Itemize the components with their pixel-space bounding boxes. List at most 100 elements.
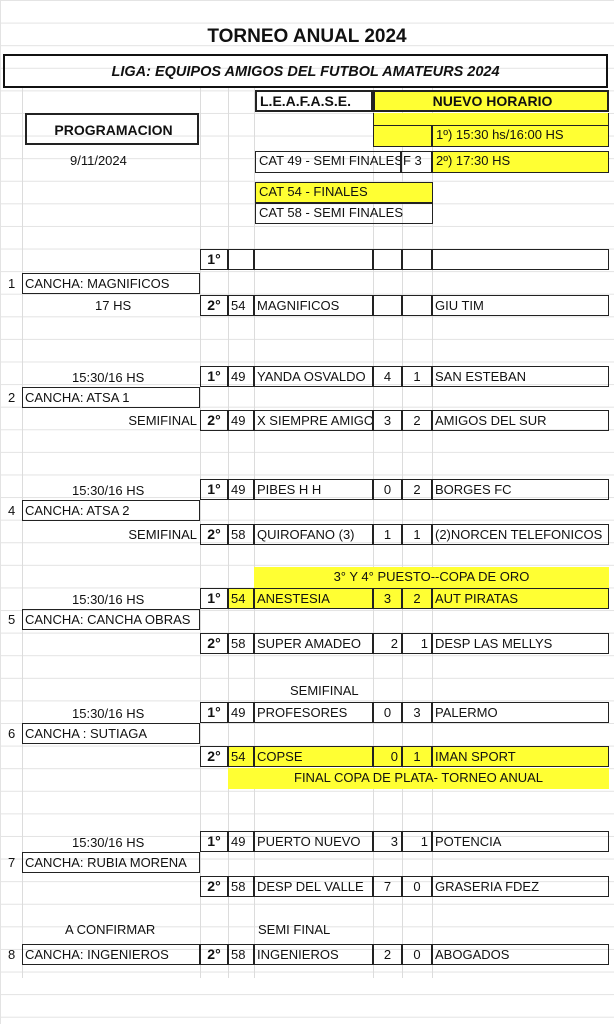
turn-cell: 2° xyxy=(200,876,228,897)
home-score: 0 xyxy=(373,702,402,723)
away-score: 2 xyxy=(402,479,432,500)
home-team: ANESTESIA xyxy=(254,588,373,609)
cancha-number: 1 xyxy=(8,276,16,291)
match-time: 17 HS xyxy=(95,298,132,313)
turn-cell: 2° xyxy=(200,944,228,965)
away-team: SAN ESTEBAN xyxy=(432,366,609,387)
home-team: X SIEMPRE AMIGOS xyxy=(254,410,373,431)
copa-de-oro-label: 3° Y 4° PUESTO--COPA DE ORO xyxy=(254,567,609,588)
cat-cell: 58 xyxy=(228,524,254,545)
cat-cell: 54 xyxy=(228,588,254,609)
cat-cell: 49 xyxy=(228,410,254,431)
home-score: 2 xyxy=(373,944,402,965)
away-team: AMIGOS DEL SUR xyxy=(432,410,609,431)
cat-cell: 58 xyxy=(228,633,254,654)
away-team: GIU TIM xyxy=(432,295,609,316)
nuevo-horario: NUEVO HORARIO xyxy=(373,90,609,112)
turn-cell: 1° xyxy=(200,366,228,387)
horario-filler xyxy=(373,113,609,125)
away-team: IMAN SPORT xyxy=(432,746,609,767)
away-score: 2 xyxy=(402,410,432,431)
cancha-number: 7 xyxy=(8,855,16,870)
cat-58-label: CAT 58 - SEMI FINALES xyxy=(255,203,433,224)
turn-cell: 1° xyxy=(200,249,228,270)
turn-cell: 2° xyxy=(200,524,228,545)
cancha-name: CANCHA: RUBIA MORENA xyxy=(22,852,200,873)
cancha-number: 8 xyxy=(8,947,16,962)
away-team: (2)NORCEN TELEFONICOS xyxy=(432,524,609,545)
home-score: 3 xyxy=(373,410,402,431)
semifinal-label: SEMIFINAL xyxy=(290,683,359,698)
cat-49-field: F 3 xyxy=(401,151,432,173)
horario-cell xyxy=(373,125,432,147)
turn-cell: 1° xyxy=(200,479,228,500)
away-team: BORGES FC xyxy=(432,479,609,500)
turn-cell: 2° xyxy=(200,633,228,654)
league-banner: LIGA: EQUIPOS AMIGOS DEL FUTBOL AMATEURS… xyxy=(3,54,608,88)
home-score: 7 xyxy=(373,876,402,897)
away-team: GRASERIA FDEZ xyxy=(432,876,609,897)
horario-1: 1º) 15:30 hs/16:00 HS xyxy=(432,125,609,147)
away-team: DESP LAS MELLYS xyxy=(432,633,609,654)
away-score: 2 xyxy=(402,588,432,609)
away-team: ABOGADOS xyxy=(432,944,609,965)
turn-cell: 2° xyxy=(200,746,228,767)
cat-cell: 49 xyxy=(228,479,254,500)
cat-cell: 58 xyxy=(228,944,254,965)
cat-cell: 58 xyxy=(228,876,254,897)
away-score: 0 xyxy=(402,876,432,897)
turn-cell: 2° xyxy=(200,295,228,316)
phase-note: SEMIFINAL xyxy=(128,413,197,428)
program-date: 9/11/2024 xyxy=(70,153,127,168)
cancha-name: CANCHA: INGENIEROS xyxy=(22,944,200,965)
cancha-name: CANCHA : SUTIAGA xyxy=(22,723,200,744)
org-label: L.E.A.F.A.S.E. xyxy=(255,90,373,112)
cat-49-label: CAT 49 - SEMI FINALES xyxy=(255,151,401,173)
home-team xyxy=(254,249,373,270)
home-score: 0 xyxy=(373,479,402,500)
cancha-number: 4 xyxy=(8,503,16,518)
home-team: SUPER AMADEO xyxy=(254,633,373,654)
home-score: 1 xyxy=(373,524,402,545)
match-time: 15:30/16 HS xyxy=(72,483,145,498)
turn-cell: 1° xyxy=(200,702,228,723)
cancha-name: CANCHA: CANCHA OBRAS xyxy=(22,609,200,630)
home-score: 3 xyxy=(373,831,402,852)
home-score: 2 xyxy=(373,633,402,654)
home-team: INGENIEROS xyxy=(254,944,373,965)
cat-54-label: CAT 54 - FINALES xyxy=(255,182,433,203)
page-title: TORNEO ANUAL 2024 xyxy=(207,26,407,47)
cancha-number: 5 xyxy=(8,612,16,627)
cat-cell: 54 xyxy=(228,746,254,767)
home-team: DESP DEL VALLE xyxy=(254,876,373,897)
match-time: 15:30/16 HS xyxy=(72,706,145,721)
home-score: 4 xyxy=(373,366,402,387)
home-team: MAGNIFICOS xyxy=(254,295,373,316)
away-score: 1 xyxy=(402,831,432,852)
home-score: 0 xyxy=(373,746,402,767)
cat-cell: 49 xyxy=(228,366,254,387)
home-score: 3 xyxy=(373,588,402,609)
home-team: YANDA OSVALDO xyxy=(254,366,373,387)
horario-2: 2º) 17:30 HS xyxy=(432,151,609,173)
cat-cell xyxy=(228,249,254,270)
match-time: 15:30/16 HS xyxy=(72,370,145,385)
away-score: 1 xyxy=(402,524,432,545)
turn-cell: 2° xyxy=(200,410,228,431)
home-score xyxy=(373,249,402,270)
match-time: A CONFIRMAR xyxy=(65,922,156,937)
away-score: 0 xyxy=(402,944,432,965)
cancha-name: CANCHA: ATSA 2 xyxy=(22,500,200,521)
home-score xyxy=(373,295,402,316)
home-team: COPSE xyxy=(254,746,373,767)
turn-cell: 1° xyxy=(200,831,228,852)
match-time: 15:30/16 HS xyxy=(72,592,145,607)
cat-cell: 49 xyxy=(228,831,254,852)
home-team: QUIROFANO (3) xyxy=(254,524,373,545)
away-team: POTENCIA xyxy=(432,831,609,852)
cat-cell: 54 xyxy=(228,295,254,316)
home-team: PIBES H H xyxy=(254,479,373,500)
away-team: PALERMO xyxy=(432,702,609,723)
away-score: 1 xyxy=(402,746,432,767)
away-score xyxy=(402,295,432,316)
